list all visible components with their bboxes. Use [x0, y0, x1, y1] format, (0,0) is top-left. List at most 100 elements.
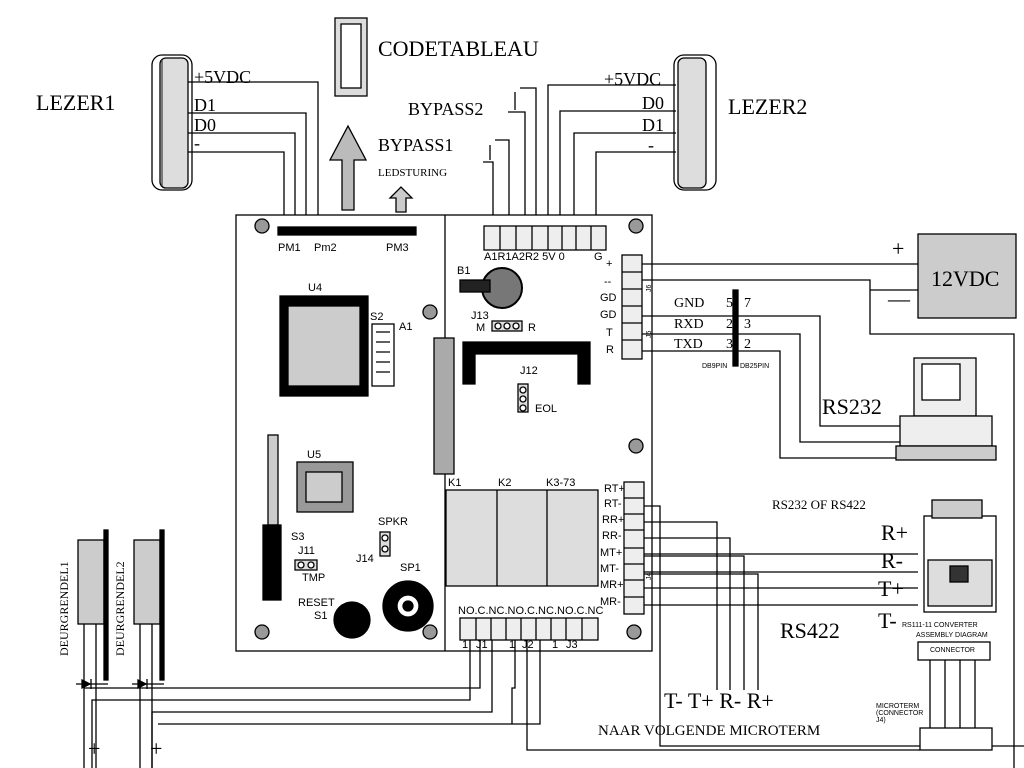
- door-lock-diodes: [81, 678, 148, 690]
- j4-terminal: [623, 481, 645, 615]
- keypad-device: [334, 17, 368, 97]
- a1-label: A1: [399, 321, 413, 333]
- u5-label: U5: [307, 449, 322, 461]
- converter-pin-r-minus: R-: [881, 548, 903, 573]
- rs232-gnd: GND: [674, 296, 705, 311]
- rs422-label: RS422: [780, 618, 840, 643]
- pm3-label: PM3: [386, 242, 409, 254]
- relay-j3-label: J3: [566, 639, 578, 651]
- j12-jumper: [517, 383, 529, 413]
- power-plus: +: [892, 236, 905, 261]
- bottom-terminal-block: [459, 617, 599, 641]
- ledsturing-label: LEDSTURING: [378, 167, 448, 179]
- j5-pin-t: T: [606, 327, 613, 339]
- tmp-label: TMP: [302, 572, 326, 584]
- relay-block: [445, 489, 599, 587]
- relay-j1-label: J1: [476, 639, 488, 651]
- reader1-device: [151, 54, 193, 191]
- j5-pin-gd: GD: [600, 309, 617, 321]
- door-lock-1: [77, 529, 109, 681]
- rs232-wires: [642, 315, 900, 459]
- relay-bracket: [462, 341, 591, 385]
- j6-pin-gd: GD: [600, 292, 617, 304]
- j4-pin-rt-minus: RT-: [604, 498, 622, 510]
- door-lock-2-plus: +: [150, 736, 163, 761]
- spkr-label: SPKR: [378, 516, 408, 528]
- s3-switch: [262, 524, 282, 601]
- pm2-label: Pm2: [314, 242, 337, 254]
- rs232-rxd: RXD: [674, 317, 704, 332]
- j14-label: J14: [356, 553, 374, 565]
- rs232-rxd-db9: 2: [726, 317, 733, 332]
- sp1-label: SP1: [400, 562, 421, 574]
- reader2-pin-d1: D1: [642, 115, 664, 135]
- j12-label: J12: [520, 365, 538, 377]
- k3-label: K3-73: [546, 477, 576, 489]
- rs232-gnd-db25: 7: [744, 296, 751, 311]
- j4-wires: [644, 505, 1024, 747]
- j13-m-label: M: [476, 322, 486, 334]
- door-lock-1-plus: +: [88, 736, 101, 761]
- j13-label: J13: [471, 310, 489, 322]
- rs232-txd: TXD: [674, 337, 703, 352]
- db25-label: DB25PIN: [740, 363, 770, 370]
- j6-label: J6: [646, 284, 653, 292]
- led-arrow: [388, 186, 414, 213]
- door-lock-1-label: DEURGRENDEL1: [57, 561, 71, 656]
- j11-jumper: [294, 559, 318, 571]
- j4-pin-mr-plus: MR+: [600, 579, 624, 591]
- j6-j5-terminal: [621, 254, 643, 360]
- s1-label: S1: [314, 610, 328, 622]
- reader2-pin-5v: +5VDC: [604, 69, 662, 89]
- pm-header: [277, 226, 417, 236]
- reader1-pin-d1: D1: [194, 95, 216, 115]
- j5-label: J5: [646, 330, 653, 338]
- converter-pin-t-plus: T+: [878, 576, 904, 601]
- rs232-gnd-db9: 5: [726, 296, 733, 311]
- power-ground-wire: [642, 279, 1015, 768]
- bypass-wires: [483, 87, 537, 222]
- s2-dipswitch: [371, 323, 395, 387]
- converter-box-label: CONNECTOR: [930, 647, 975, 654]
- reset-button: [333, 601, 371, 639]
- expansion-connector: [433, 337, 455, 475]
- bypass1-label: BYPASS1: [378, 135, 454, 155]
- j6-pin-plus: +: [606, 258, 613, 270]
- rs232-or-rs422-label: RS232 OF RS422: [772, 497, 866, 512]
- power-label: 12VDC: [931, 266, 1000, 291]
- j4-pin-rr-plus: RR+: [602, 514, 625, 526]
- reader1-pin-5v: +5VDC: [194, 67, 252, 87]
- j4-pin-mt-plus: MT+: [600, 547, 623, 559]
- reset-label: RESET: [298, 597, 335, 609]
- top-terminal-labels: A1R1A2R2 5V 0: [484, 251, 565, 263]
- rs422-converter: [923, 499, 997, 613]
- reader2-pin-d0: D0: [642, 93, 664, 113]
- mounting-holes: [254, 218, 644, 640]
- converter-connector: [917, 641, 991, 661]
- door-lock-2-label: DEURGRENDEL2: [113, 561, 127, 656]
- reader2-label: LEZER2: [728, 94, 808, 119]
- relay-j3-pin1: 1: [552, 639, 559, 651]
- power-supply: [917, 233, 1017, 319]
- reader2-device: [673, 54, 717, 191]
- keypad-label: CODETABLEAU: [378, 36, 539, 61]
- converter-pin-r-plus: R+: [881, 520, 909, 545]
- j13-r-label: R: [528, 322, 536, 334]
- reader1-label: LEZER1: [36, 90, 116, 115]
- relay-j1-pin1: 1: [462, 639, 469, 651]
- reader1-wires: [188, 81, 319, 222]
- db9-label: DB9PIN: [702, 363, 728, 370]
- s3-switch-handle: [267, 434, 279, 526]
- j11-label: J11: [298, 545, 315, 557]
- rs232-txd-db25: 2: [744, 337, 751, 352]
- db-separator: [732, 289, 739, 367]
- k1-label: K1: [448, 477, 462, 489]
- top-terminal-block: [483, 225, 607, 251]
- converter-pin-t-minus: T-: [878, 608, 897, 633]
- door-lock-2: [133, 529, 165, 681]
- j4-pin-rr-minus: RR-: [602, 530, 622, 542]
- s2-label: S2: [370, 311, 384, 323]
- computer-icon: [895, 357, 997, 461]
- microterm-label: MICROTERM (CONNECTOR J4): [876, 703, 924, 724]
